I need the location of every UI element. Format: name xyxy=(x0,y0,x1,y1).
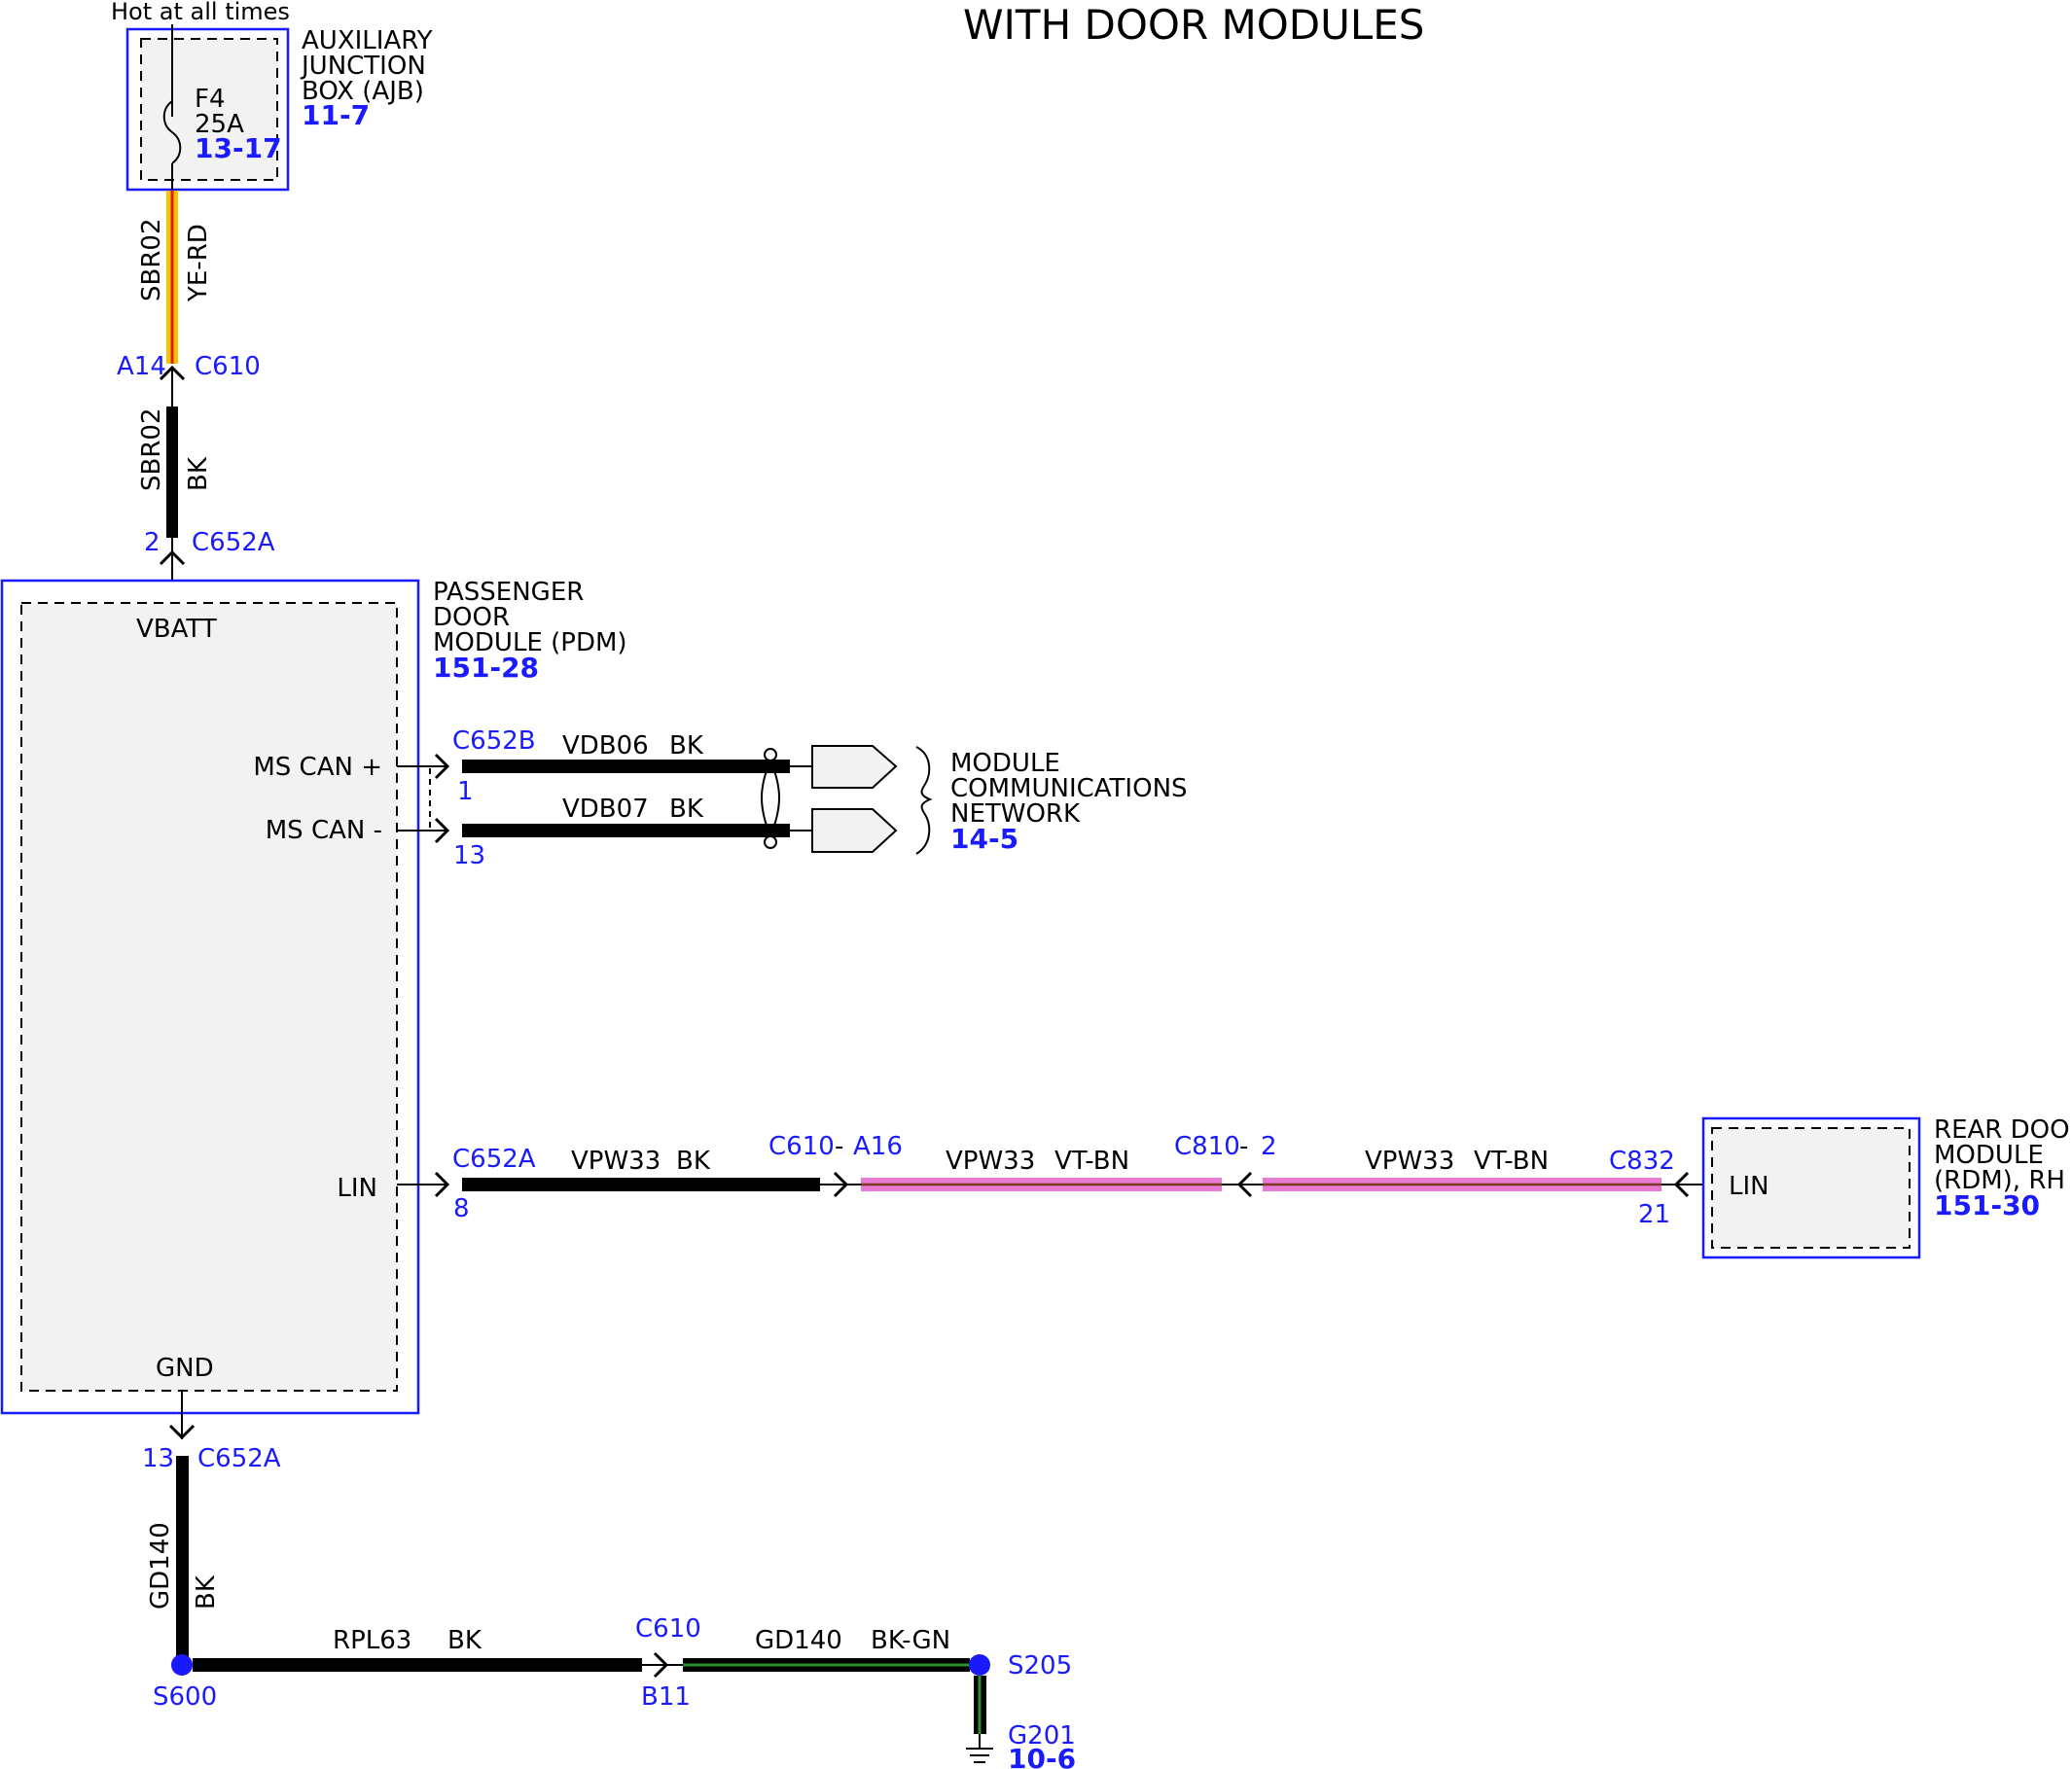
wire-color-vdb06: BK xyxy=(669,731,704,761)
c610-mid-dash: - xyxy=(835,1132,843,1161)
c652b-pin1: 1 xyxy=(457,777,474,806)
pdm-name-2: DOOR xyxy=(433,603,510,632)
c810-chevron xyxy=(1236,1171,1253,1198)
power-label: Hot at all times xyxy=(111,0,290,25)
splice-s205 xyxy=(969,1654,990,1676)
network-ref: 14-5 xyxy=(950,823,1018,855)
wire-label-vpw33-b: VPW33 xyxy=(946,1147,1035,1176)
splice-s600-label: S600 xyxy=(153,1682,217,1712)
ground-ref: 10-6 xyxy=(1008,1743,1076,1769)
wire-gd140-bk xyxy=(176,1456,189,1665)
c832-pin: 21 xyxy=(1638,1200,1670,1229)
pdm-ref: 151-28 xyxy=(433,652,539,684)
wire-sbr02-ye-rd xyxy=(166,191,178,364)
diagram-title: WITH DOOR MODULES xyxy=(963,1,1424,49)
wire-label-vpw33-a: VPW33 xyxy=(571,1147,661,1176)
network-name-3: NETWORK xyxy=(950,799,1081,829)
c652b-pin1-chevron xyxy=(434,753,450,780)
wire-label-gd140-vertical: GD140 xyxy=(146,1522,175,1610)
pdm-pin-lin: LIN xyxy=(337,1174,377,1203)
c652a-top-pin: 2 xyxy=(144,528,161,557)
c652a-lin-chevron xyxy=(434,1171,450,1198)
wire-ground-drop xyxy=(974,1676,986,1734)
c810-dash: - xyxy=(1239,1132,1248,1161)
fuse-rating: 25A xyxy=(195,110,244,139)
wire-color-rpl63: BK xyxy=(447,1626,482,1655)
ground-name: G201 xyxy=(1008,1721,1076,1751)
network-name-2: COMMUNICATIONS xyxy=(950,774,1188,803)
ajb-name-2: JUNCTION xyxy=(300,52,426,81)
c810-pin: 2 xyxy=(1261,1132,1277,1161)
pdm-pin-gnd: GND xyxy=(156,1354,214,1383)
c610-bottom-label: C610 xyxy=(635,1614,701,1644)
wire-label-vpw33-c: VPW33 xyxy=(1365,1147,1454,1176)
splice-s205-label: S205 xyxy=(1008,1651,1072,1681)
c610-bottom-pin: B11 xyxy=(641,1682,691,1712)
fuse-symbol xyxy=(162,100,182,164)
ajb-box xyxy=(125,27,290,192)
wire-label-vdb07: VDB07 xyxy=(562,795,649,824)
wire-label-sbr02-upper: SBR02 xyxy=(137,219,166,302)
ajb-name-1: AUXILIARY xyxy=(302,26,433,55)
c610-mid-pin: A16 xyxy=(853,1132,903,1161)
rdm-pin-lin: LIN xyxy=(1729,1172,1769,1201)
c652b-pin13: 13 xyxy=(453,841,485,870)
c610-top-pin: A14 xyxy=(117,352,166,381)
c610-bottom-chevron xyxy=(653,1651,669,1679)
c610-mid-chevron xyxy=(833,1171,849,1198)
c652a-lin-pin: 8 xyxy=(453,1194,470,1223)
rdm-name-3: (RDM), RH xyxy=(1934,1166,2065,1195)
c652a-lin-label: C652A xyxy=(452,1145,536,1174)
c652a-gnd-label: C652A xyxy=(197,1444,281,1473)
c652b-label: C652B xyxy=(452,726,536,756)
wire-color-sbr02-upper: YE-RD xyxy=(184,224,213,302)
wire-gd140-bk-gn xyxy=(683,1658,970,1672)
c832-chevron xyxy=(1673,1171,1690,1198)
rdm-box xyxy=(1701,1116,1921,1259)
network-arrow-plus xyxy=(811,745,898,789)
c652a-gnd-chevron xyxy=(168,1424,196,1440)
c652b-pin13-chevron xyxy=(434,817,450,844)
ajb-name-3: BOX (AJB) xyxy=(302,77,424,106)
network-arrow-minus xyxy=(811,808,898,853)
wire-color-vpw33-c: VT-BN xyxy=(1474,1147,1549,1176)
wire-color-vpw33-a: BK xyxy=(676,1147,711,1176)
rdm-name-1: REAR DOOR xyxy=(1934,1115,2072,1145)
c652a-gnd-pin: 13 xyxy=(142,1444,174,1473)
pdm-pin-mscan-plus: MS CAN + xyxy=(253,753,382,782)
network-brace xyxy=(915,746,933,855)
wire-label-sbr02-lower: SBR02 xyxy=(137,408,166,492)
fuse-ref: 13-17 xyxy=(195,132,282,164)
wire-color-gd140-vertical: BK xyxy=(192,1574,221,1610)
wire-color-gd140-horizontal: BK-GN xyxy=(871,1626,950,1655)
c610-mid-label: C610 xyxy=(768,1132,835,1161)
pdm-pin-vbatt: VBATT xyxy=(136,615,217,644)
rdm-name-2: MODULE xyxy=(1934,1141,2044,1170)
network-name-1: MODULE xyxy=(950,749,1060,778)
wire-label-vdb06: VDB06 xyxy=(562,731,649,761)
rdm-ref: 151-30 xyxy=(1934,1189,2040,1221)
twisted-pair-symbol xyxy=(761,748,780,849)
wire-color-vpw33-b: VT-BN xyxy=(1054,1147,1129,1176)
wire-vpw33-vt-bn-a xyxy=(861,1178,1222,1191)
c652a-top-label: C652A xyxy=(192,528,275,557)
c610-top-label: C610 xyxy=(195,352,261,381)
fuse-name: F4 xyxy=(195,85,226,114)
wire-color-sbr02-lower: BK xyxy=(184,456,213,491)
wire-label-gd140-horizontal: GD140 xyxy=(755,1626,842,1655)
c832-label: C832 xyxy=(1609,1147,1675,1176)
ground-symbol xyxy=(966,1734,993,1763)
ajb-ref: 11-7 xyxy=(302,99,370,131)
c810-label: C810 xyxy=(1174,1132,1240,1161)
wire-vpw33-vt-bn-b xyxy=(1263,1178,1661,1191)
pdm-box xyxy=(0,579,420,1415)
pdm-name-1: PASSENGER xyxy=(433,578,584,607)
pdm-name-3: MODULE (PDM) xyxy=(433,628,627,657)
wire-sbr02-bk xyxy=(166,407,178,538)
wire-color-vdb07: BK xyxy=(669,795,704,824)
pdm-pin-mscan-minus: MS CAN - xyxy=(266,816,382,845)
wire-label-rpl63: RPL63 xyxy=(333,1626,411,1655)
splice-s600 xyxy=(171,1654,193,1676)
